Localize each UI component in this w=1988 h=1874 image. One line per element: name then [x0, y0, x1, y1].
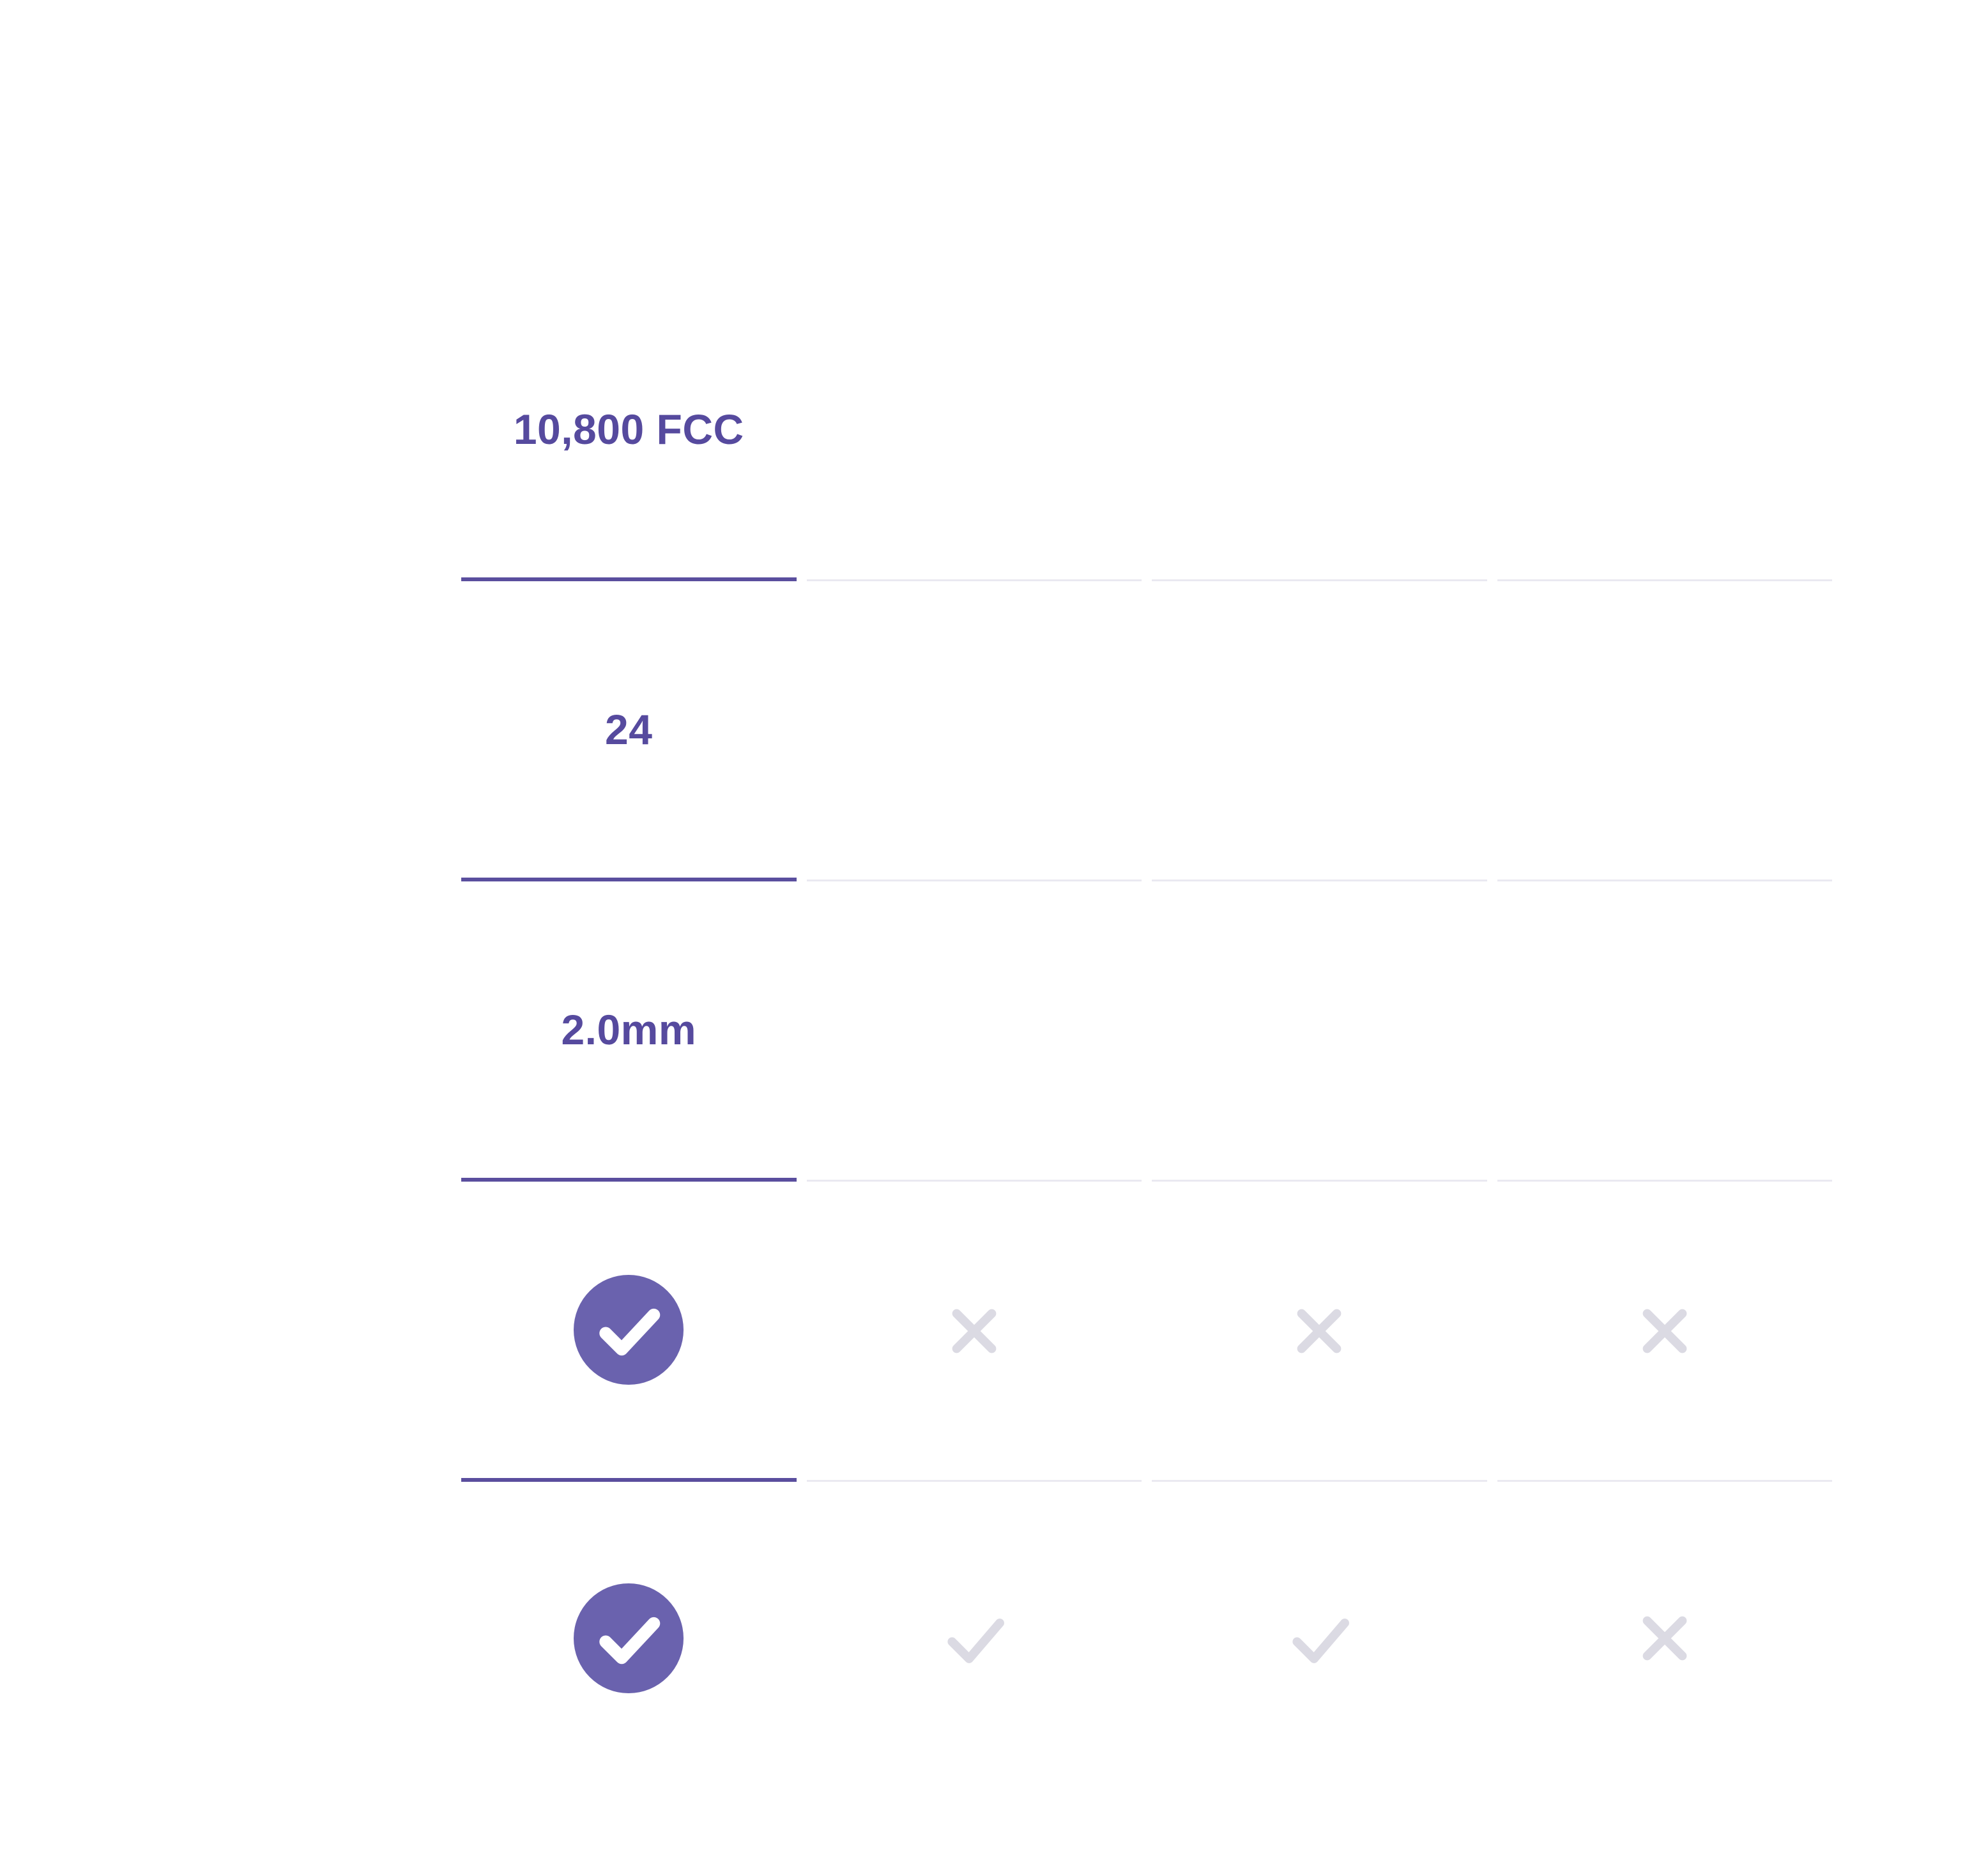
cell-value: 10,800 FCC: [513, 406, 744, 453]
table-cell: 24: [461, 581, 797, 881]
check-icon: [933, 1597, 1015, 1679]
table-cell: [1152, 1482, 1487, 1795]
table-cell: [461, 1482, 797, 1795]
cell-value: 24: [605, 706, 653, 753]
cross-icon: [1630, 1296, 1700, 1366]
table-cell: [461, 1182, 797, 1482]
table-row: [461, 1182, 1832, 1482]
cross-icon: [1284, 1296, 1354, 1366]
table-cell: [1497, 581, 1832, 881]
table-cell: 2.0mm: [461, 881, 797, 1182]
table-row: 10,800 FCC: [461, 281, 1832, 581]
table-cell: [1497, 1482, 1833, 1795]
table-row: 2.0mm: [461, 881, 1832, 1182]
table-cell: [1497, 881, 1832, 1182]
table-cell: [1497, 1182, 1832, 1482]
table-cell: [807, 1482, 1142, 1795]
table-cell: [1497, 281, 1832, 581]
table-cell: [1152, 881, 1487, 1182]
check-icon: [1278, 1597, 1360, 1679]
cross-icon: [939, 1296, 1009, 1366]
table-cell: [1152, 1182, 1487, 1482]
table-cell: [806, 281, 1142, 581]
table-row: [461, 1482, 1832, 1795]
table-cell: [1152, 581, 1487, 881]
table-cell: [1152, 281, 1487, 581]
table-cell: [806, 1182, 1142, 1482]
comparison-table: 10,800 FCC 24 2.0mm: [461, 281, 1832, 1795]
check-circle-icon: [574, 1583, 684, 1693]
cross-icon: [1630, 1603, 1700, 1673]
table-cell: [806, 881, 1142, 1182]
table-row: 24: [461, 581, 1832, 881]
table-cell: [806, 581, 1142, 881]
cell-value: 2.0mm: [561, 1006, 697, 1053]
table-cell: 10,800 FCC: [461, 281, 797, 581]
check-circle-icon: [574, 1275, 684, 1385]
